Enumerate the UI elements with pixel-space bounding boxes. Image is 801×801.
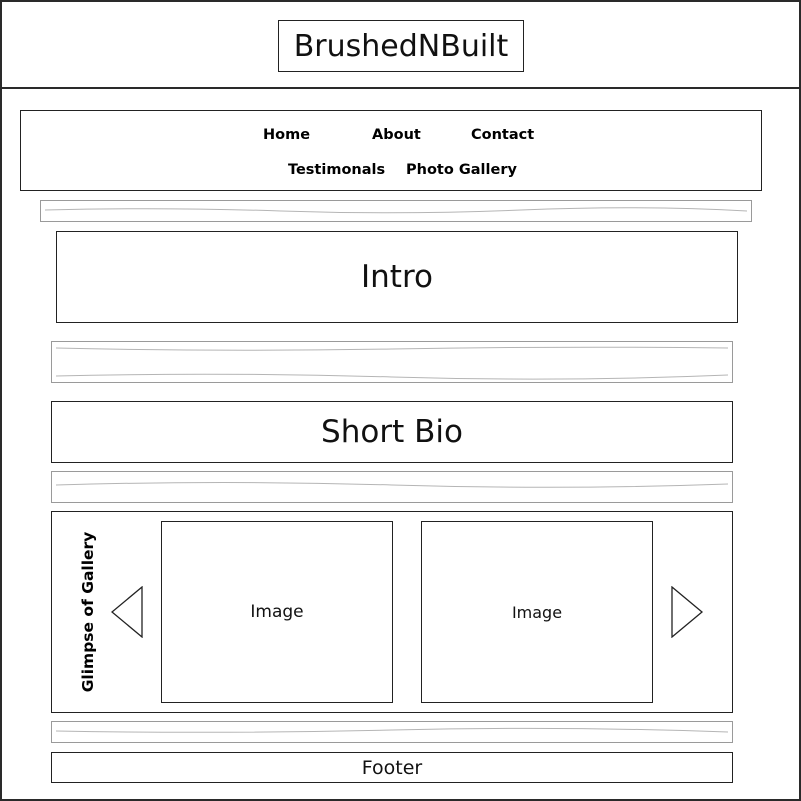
gallery-image[interactable]: Image <box>161 521 393 703</box>
intro-label: Intro <box>361 259 433 295</box>
site-logo[interactable]: BrushedNBuilt <box>278 20 524 72</box>
footer-label: Footer <box>361 756 423 779</box>
spacer-scribble <box>44 207 748 214</box>
header-divider <box>2 87 799 89</box>
gallery-image-label: Image <box>511 602 563 622</box>
spacer-scribble <box>55 346 729 380</box>
spacer-divider <box>51 721 733 743</box>
spacer-divider <box>40 200 752 222</box>
spacer-scribble <box>55 482 729 488</box>
short-bio-section: Short Bio <box>51 401 733 463</box>
nav-link-about[interactable]: About <box>372 127 421 143</box>
nav-link-home[interactable]: Home <box>263 127 311 143</box>
short-bio-label: Short Bio <box>321 414 463 450</box>
spacer-scribble <box>55 727 729 733</box>
logo-text: BrushedNBuilt <box>293 28 509 64</box>
gallery-prev-arrow-icon[interactable] <box>110 585 144 642</box>
intro-section: Intro <box>56 231 738 323</box>
nav-link-contact[interactable]: Contact <box>471 127 535 143</box>
gallery-title: Glimpse of Gallery <box>79 531 97 693</box>
footer: Footer <box>51 752 733 783</box>
gallery-image-label: Image <box>250 602 304 622</box>
spacer-divider <box>51 471 733 503</box>
nav-link-photo-gallery[interactable]: Photo Gallery <box>406 162 517 178</box>
gallery-next-arrow-icon[interactable] <box>671 585 704 642</box>
gallery-image[interactable]: Image <box>421 521 653 703</box>
nav-bar: Home About Contact Testimonals Photo Gal… <box>20 110 762 191</box>
spacer-divider <box>51 341 733 383</box>
nav-link-testimonials[interactable]: Testimonals <box>288 162 386 178</box>
